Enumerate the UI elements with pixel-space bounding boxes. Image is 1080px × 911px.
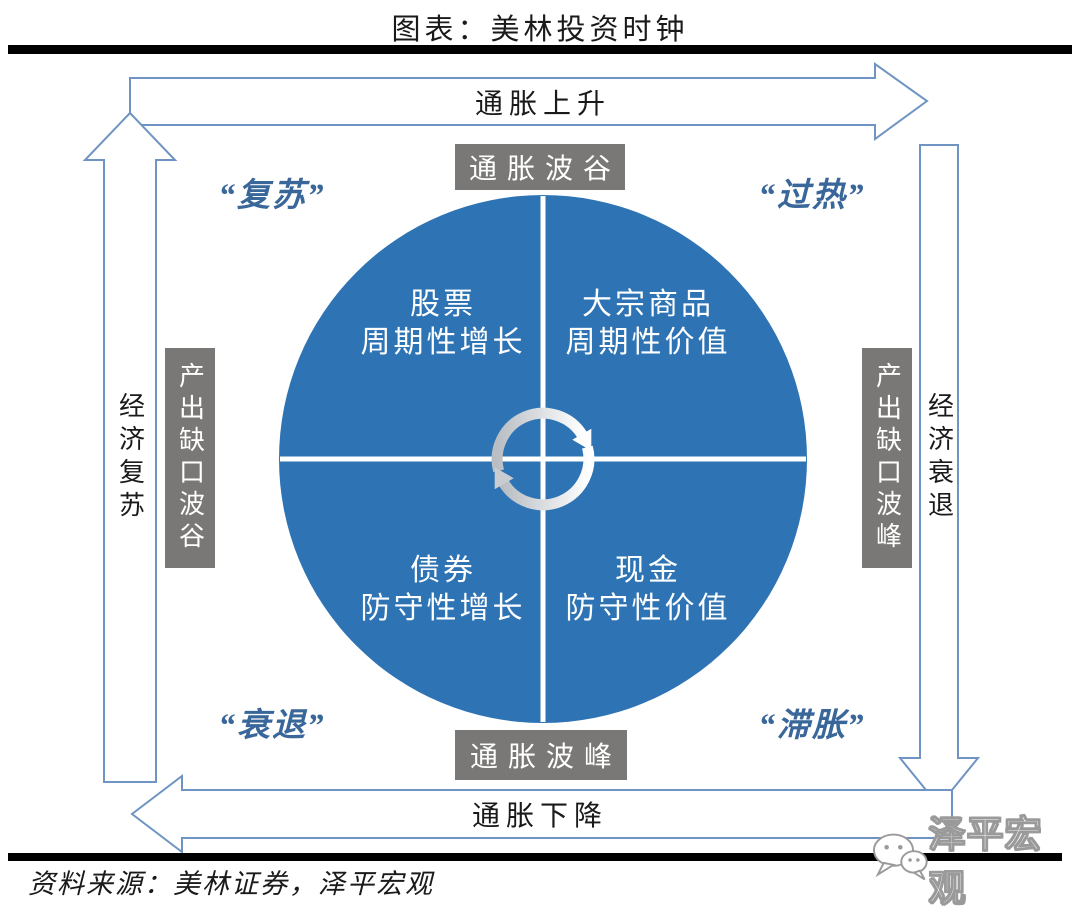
phase-overheat-label: “过热” [758, 178, 866, 214]
quadrant-commodities: 大宗商品 周期性价值 [536, 286, 760, 362]
quadrant-style: 防守性增长 [360, 592, 526, 625]
bottom-divider [8, 853, 1062, 861]
inflation-down-arrow [130, 773, 953, 855]
inflation-trough-box: 通胀波谷 [455, 144, 625, 190]
quadrant-asset: 现金 [615, 554, 681, 587]
economic-recovery-label: 经济复苏 [115, 391, 145, 524]
top-divider [8, 45, 1072, 54]
watermark-logo: 泽平宏观 [872, 813, 1072, 910]
quadrant-style: 周期性价值 [565, 326, 731, 359]
quadrant-asset: 股票 [410, 288, 476, 321]
quadrant-style: 周期性增长 [360, 326, 526, 359]
inflation-up-label: 通胀上升 [474, 89, 611, 120]
economic-recession-arrow [897, 144, 981, 808]
inflation-peak-box: 通胀波峰 [455, 730, 627, 780]
output-gap-peak-box: 产出缺口波峰 [862, 348, 912, 568]
cycle-arrows-icon [491, 407, 595, 511]
quadrant-bonds: 债券 防守性增长 [331, 552, 555, 628]
economic-recovery-arrow [82, 111, 178, 783]
quadrant-asset: 大宗商品 [582, 288, 714, 321]
output-gap-trough-box: 产出缺口波谷 [165, 348, 215, 568]
quadrant-cash: 现金 防守性价值 [536, 552, 760, 628]
phase-stagflation-label: “滞胀” [758, 708, 866, 744]
phase-recovery-label: “复苏” [218, 178, 326, 214]
quadrant-asset: 债券 [410, 554, 476, 587]
wechat-logo-icon [872, 833, 928, 881]
quadrant-equities: 股票 周期性增长 [331, 286, 555, 362]
figure-title: 图表：美林投资时钟 [391, 14, 689, 46]
source-note: 资料来源：美林证券，泽平宏观 [28, 869, 434, 899]
quadrant-style: 防守性价值 [565, 592, 731, 625]
phase-recession-label: “衰退” [218, 708, 326, 744]
inflation-up-arrow [129, 62, 929, 141]
economic-recession-label: 经济衰退 [924, 392, 954, 524]
watermark-text: 泽平宏观 [928, 813, 1043, 909]
inflation-down-label: 通胀下降 [471, 801, 608, 832]
